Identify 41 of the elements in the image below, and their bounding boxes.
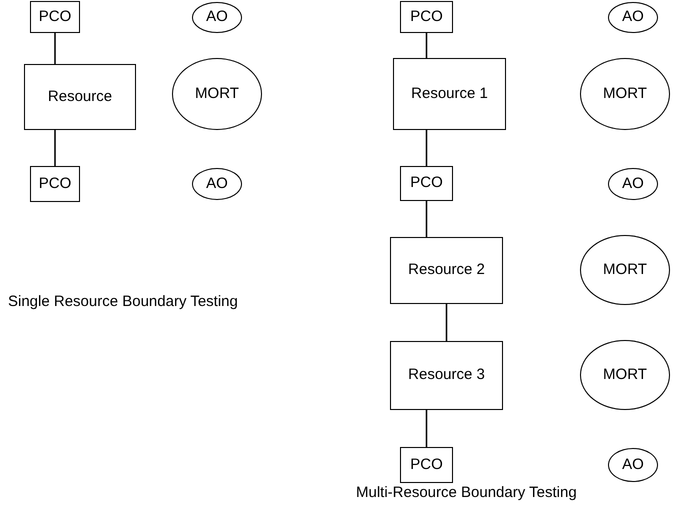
process-box (30, 166, 80, 202)
node-label: PCO (38, 174, 72, 194)
process-box (30, 1, 80, 33)
connector-line (426, 410, 428, 447)
oval-node (192, 2, 242, 33)
process-box (400, 447, 453, 483)
diagram-caption: Multi-Resource Boundary Testing (356, 483, 577, 503)
process-box (390, 341, 503, 410)
node-label: PCO (410, 8, 443, 26)
oval-node (608, 2, 658, 33)
node-label: PCO (38, 8, 72, 26)
connector-line (54, 130, 56, 166)
process-box (24, 64, 136, 130)
process-box (393, 58, 506, 130)
diagram-caption: Single Resource Boundary Testing (8, 292, 238, 312)
connector-line (426, 201, 428, 237)
node-label: AO (206, 174, 228, 194)
node-label: Resource (48, 88, 112, 106)
connector-line (426, 130, 428, 166)
node-label: Resource 1 (411, 84, 488, 104)
connector-line (426, 33, 428, 58)
node-label: AO (622, 8, 644, 27)
node-label: AO (206, 8, 228, 27)
oval-node (192, 168, 242, 200)
node-label: MORT (603, 366, 647, 384)
connector-line (446, 304, 448, 341)
process-box (400, 1, 453, 33)
node-label: MORT (603, 84, 647, 104)
connector-line (54, 33, 56, 64)
node-label: MORT (195, 84, 239, 104)
oval-node (608, 168, 658, 200)
node-label: Resource 2 (408, 261, 485, 280)
process-box (400, 166, 453, 201)
node-label: AO (622, 456, 644, 474)
oval-node (608, 448, 658, 482)
process-box (390, 237, 503, 304)
node-label: PCO (410, 456, 443, 474)
node-label: MORT (603, 260, 647, 280)
node-label: Resource 3 (408, 366, 485, 385)
node-label: AO (622, 174, 644, 194)
node-label: PCO (410, 174, 443, 193)
